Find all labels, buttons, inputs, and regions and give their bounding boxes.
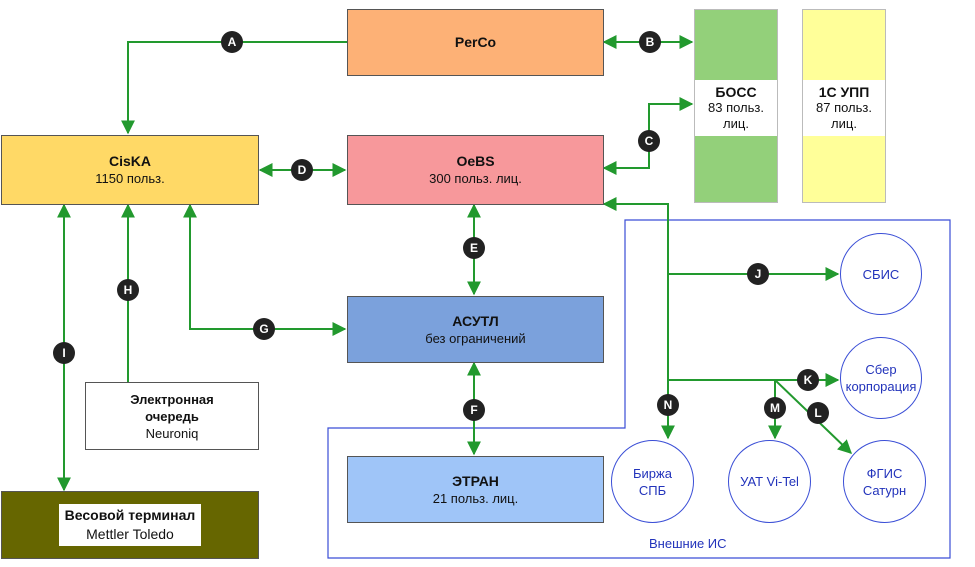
node-upp-subtitle: 87 польз. лиц. [816, 100, 872, 131]
node-ciska-title: CisKA [108, 153, 151, 169]
edge-badge-f: F [463, 399, 485, 421]
node-boss-subtitle: 83 польз. лиц. [708, 100, 764, 131]
edge-badge-d: D [291, 159, 313, 181]
external-group-label: Внешние ИС [649, 536, 727, 551]
edge-badge-c: C [638, 130, 660, 152]
node-asutl[interactable]: АСУТЛ без ограничений [347, 296, 604, 363]
node-etran-subtitle: 21 польз. лиц. [432, 490, 519, 506]
node-queue-subtitle: Neuroniq [145, 425, 199, 441]
edge-badge-e: E [463, 237, 485, 259]
external-fgis[interactable]: ФГИС Сатурн [843, 440, 926, 523]
node-queue-title: Электронная очередь [130, 391, 214, 424]
external-sber-label: Сбер корпорация [845, 362, 917, 394]
node-ciska-subtitle: 1150 польз. [95, 171, 165, 186]
node-oebs-subtitle: 300 польз. лиц. [429, 171, 522, 186]
node-upp-title: 1С УПП [818, 84, 870, 100]
node-perco-title: PerCo [454, 34, 497, 50]
node-ciska[interactable]: CisKA 1150 польз. [1, 135, 259, 205]
external-uat-label: УАТ Vi-Tel [740, 474, 799, 489]
external-birzha-label: Биржа СПБ [633, 465, 672, 498]
external-sbis[interactable]: СБИС [840, 233, 922, 315]
external-systems-frame [327, 219, 951, 559]
node-perco[interactable]: PerCo [347, 9, 604, 76]
node-scale-title: Весовой терминал [64, 507, 196, 523]
edge-badge-k: K [797, 369, 819, 391]
external-sber[interactable]: Сбер корпорация [840, 337, 922, 419]
node-boss-label: БОСС 83 польз. лиц. [695, 80, 777, 136]
node-asutl-title: АСУТЛ [452, 312, 499, 329]
edge-badge-n: N [657, 394, 679, 416]
external-birzha[interactable]: Биржа СПБ [611, 440, 694, 523]
edge-g-line [183, 203, 347, 336]
external-fgis-label: ФГИС Сатурн [862, 465, 907, 498]
node-upp-label: 1С УПП 87 польз. лиц. [803, 80, 885, 136]
node-queue[interactable]: Электронная очередь Neuroniq [85, 382, 259, 450]
node-boss[interactable]: БОСС 83 польз. лиц. [694, 9, 778, 203]
edge-badge-a: A [221, 31, 243, 53]
edge-badge-j: J [747, 263, 769, 285]
edge-badge-m: M [764, 397, 786, 419]
node-boss-title: БОСС [715, 84, 757, 100]
node-upp[interactable]: 1С УПП 87 польз. лиц. [802, 9, 886, 203]
edge-badge-g: G [253, 318, 275, 340]
node-asutl-subtitle: без ограничений [425, 330, 526, 346]
edge-badge-l: L [807, 402, 829, 424]
node-etran[interactable]: ЭТРАН 21 польз. лиц. [347, 456, 604, 523]
external-uat[interactable]: УАТ Vi-Tel [728, 440, 811, 523]
edge-badge-b: B [639, 31, 661, 53]
node-scale[interactable]: Весовой терминал Mettler Toledo [1, 491, 259, 559]
node-scale-subtitle: Mettler Toledo [86, 526, 174, 542]
edge-badge-i: I [53, 342, 75, 364]
edge-badge-h: H [117, 279, 139, 301]
external-trunk-line [602, 197, 669, 380]
edge-a-line [121, 41, 347, 135]
node-oebs[interactable]: OeBS 300 польз. лиц. [347, 135, 604, 205]
node-scale-label: Весовой терминал Mettler Toledo [58, 504, 202, 546]
node-oebs-title: OeBS [456, 153, 495, 169]
node-etran-title: ЭТРАН [452, 472, 499, 489]
external-sbis-label: СБИС [862, 266, 900, 282]
